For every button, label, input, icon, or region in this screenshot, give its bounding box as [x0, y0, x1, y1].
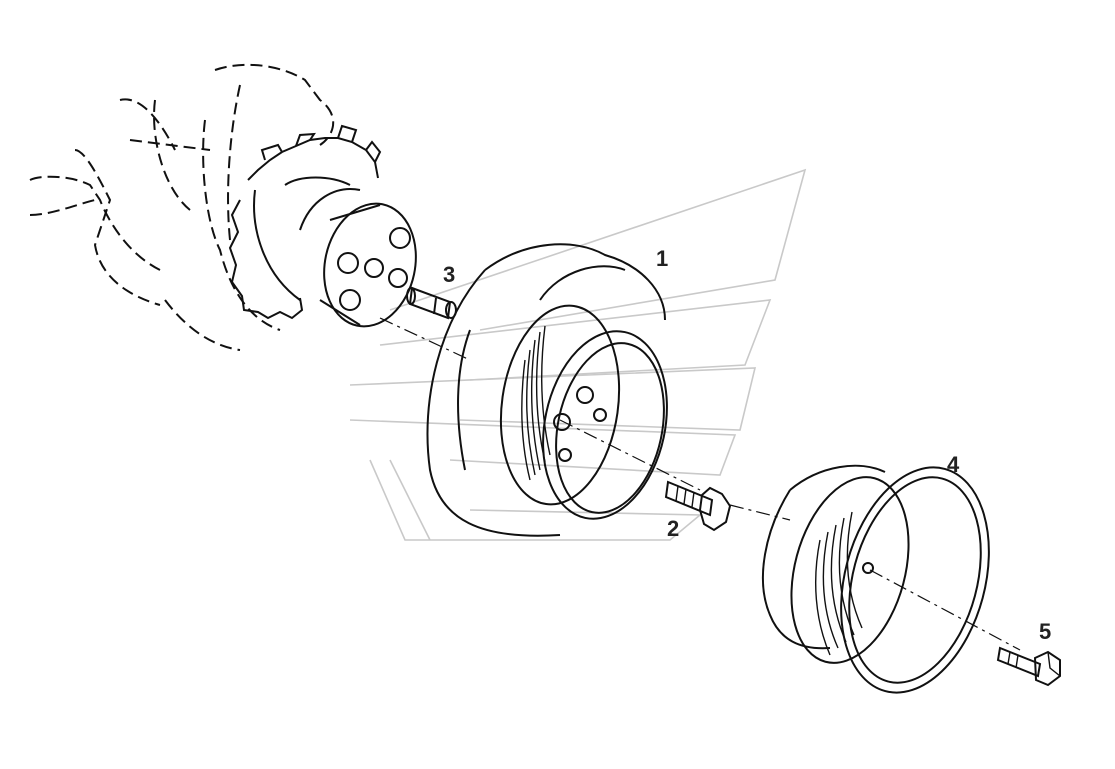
callout-5: 5: [1039, 619, 1051, 644]
crankshaft-gear: [228, 124, 382, 320]
flange-hole: [389, 227, 411, 249]
flange-hole: [364, 258, 384, 278]
pulley-hole: [558, 448, 572, 462]
callout-1: 1: [656, 246, 668, 271]
callout-3: 3: [443, 262, 455, 287]
pulley-hole: [576, 386, 594, 404]
pulley-hole: [593, 408, 607, 422]
flange-hole: [339, 289, 361, 311]
pulley-hole: [862, 562, 874, 574]
flange-hole: [337, 252, 359, 274]
pulley-hole: [553, 413, 571, 431]
crankshaft-outline: [29, 63, 335, 351]
belt-pulley: [761, 464, 990, 694]
flange-hole: [388, 268, 408, 288]
bolt: [664, 480, 732, 532]
crankshaft-flange: [319, 202, 417, 328]
dowel-pin: [406, 286, 457, 320]
damper-pulley: [426, 243, 668, 537]
callout-2: 2: [667, 516, 679, 541]
pulley-bolt: [996, 646, 1061, 687]
watermark: [349, 168, 807, 541]
callout-4: 4: [947, 452, 960, 477]
